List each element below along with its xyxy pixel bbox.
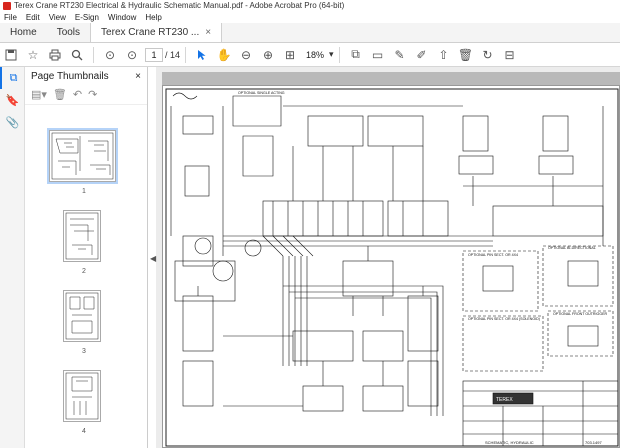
schematic-note-pin-section: OPTIONAL PIN SECT. OR 4X4	[468, 253, 518, 257]
delete-page-icon[interactable]: 🗑	[52, 89, 67, 101]
thumbnail-label-3: 3	[82, 348, 86, 355]
search-icon[interactable]	[66, 44, 88, 66]
toolbar-divider	[93, 46, 94, 63]
menu-view[interactable]: View	[48, 13, 66, 22]
draw-icon[interactable]: ✐	[416, 47, 427, 62]
rotate-icon[interactable]: ↻	[482, 47, 493, 62]
left-navigation-rail: ⧉ 🔖 📎	[0, 67, 25, 448]
marquee-zoom-icon[interactable]: ⊞	[284, 47, 296, 62]
zoom-in-icon[interactable]: ⊕	[262, 47, 274, 62]
zoom-level[interactable]: 18%	[306, 49, 325, 60]
hand-tool-icon[interactable]: ✋	[216, 47, 232, 62]
tab-document[interactable]: Terex Crane RT230 ... ×	[90, 23, 223, 42]
bookmarks-icon[interactable]: 🔖	[5, 94, 20, 107]
page-number-input[interactable]: 1	[145, 47, 163, 62]
page-thumbnail-2[interactable]	[63, 210, 101, 262]
toolbar-divider	[185, 46, 187, 63]
title-block-company: TEREX	[496, 397, 513, 403]
schematic-note-bidirectional: OPTIONAL BI-DIRECTIONAL	[548, 246, 596, 250]
page-tool-icon[interactable]: ⧉	[351, 47, 360, 61]
tab-home[interactable]: Home	[10, 27, 37, 38]
window-titlebar: Terex Crane RT230 Electrical & Hydraulic…	[0, 0, 620, 12]
thumbnail-label-4: 4	[82, 428, 86, 435]
page-thumbnail-3[interactable]	[63, 290, 101, 342]
panel-title: Page Thumbnails	[31, 70, 109, 82]
hydraulic-schematic-drawing: OPTIONAL SINGLE ACTING OPTIONAL BI-DIREC…	[165, 88, 619, 447]
delete-icon[interactable]: 🗑	[457, 47, 474, 62]
tab-tools[interactable]: Tools	[56, 27, 81, 38]
menu-edit[interactable]: Edit	[25, 13, 40, 22]
previous-page-icon[interactable]: ⊙	[104, 47, 116, 62]
title-block-number: 703.1497	[585, 440, 602, 445]
menu-file[interactable]: File	[4, 13, 17, 22]
close-icon[interactable]: ×	[205, 26, 212, 38]
title-block-drawing: SCHEMATIC, HYDRAULIC	[485, 440, 534, 445]
thumbnail-options-icon[interactable]: ▤▾	[31, 89, 47, 101]
zoom-dropdown-icon[interactable]: ▾	[329, 49, 334, 59]
page-thumbnail-1[interactable]	[47, 128, 118, 184]
bookmark-star-icon[interactable]: ☆	[27, 47, 39, 62]
save-icon[interactable]	[0, 44, 22, 66]
page-thumbnails-panel: Page Thumbnails × ▤▾ 🗑 ↶ ↷ 1 2 3 4	[25, 67, 170, 448]
print-icon[interactable]	[44, 44, 66, 66]
share-icon[interactable]: ⇧	[438, 47, 449, 62]
attachments-icon[interactable]: 📎	[5, 116, 20, 129]
thumbnail-label-1: 1	[82, 188, 86, 195]
next-page-icon[interactable]: ⊙	[126, 47, 138, 62]
schematic-note-pin-solenoid: OPTIONAL PIN SECT. OR 4X4 (SOLENOID)	[468, 317, 540, 321]
toolbar-divider	[338, 46, 340, 63]
page-thumbnails-icon[interactable]: ⧉	[0, 67, 25, 89]
page-thumbnail-4[interactable]	[63, 370, 101, 422]
collapse-panel-icon[interactable]: ◀	[150, 254, 157, 263]
schematic-page[interactable]: OPTIONAL SINGLE ACTING OPTIONAL BI-DIREC…	[162, 85, 620, 448]
more-tools-icon[interactable]: ⊟	[504, 47, 515, 62]
tab-document-label: Terex Crane RT230 ...	[101, 26, 200, 38]
main-toolbar: ☆ ⊙ ⊙ 1 / 14 ✋ ⊖ ⊕ ⊞ 18% ▾ ⧉ ▭ ✎ ✐ ⇧ 🗑 ↻…	[0, 43, 620, 67]
zoom-out-icon[interactable]: ⊖	[240, 47, 252, 62]
highlight-icon[interactable]: ✎	[394, 47, 405, 62]
close-panel-icon[interactable]: ×	[135, 70, 141, 82]
comment-icon[interactable]: ▭	[371, 47, 384, 62]
menu-bar: File Edit View E-Sign Window Help	[0, 12, 620, 23]
svg-text:OPTIONAL SINGLE ACTING: OPTIONAL SINGLE ACTING	[238, 91, 285, 95]
schematic-note-front-outrigger: OPTIONAL FRONT OUTRIGGER	[553, 312, 608, 316]
redo-icon[interactable]: ↷	[88, 89, 98, 101]
thumbnail-label-2: 2	[82, 268, 86, 275]
menu-esign[interactable]: E-Sign	[74, 13, 99, 22]
select-cursor-icon[interactable]	[191, 44, 213, 66]
undo-icon[interactable]: ↶	[72, 89, 83, 101]
menu-help[interactable]: Help	[145, 13, 162, 22]
acrobat-icon	[3, 2, 11, 10]
window-title: Terex Crane RT230 Electrical & Hydraulic…	[14, 1, 345, 10]
page-total: / 14	[165, 49, 181, 60]
tab-bar: Home Tools Terex Crane RT230 ... ×	[0, 23, 620, 43]
document-top-strip	[162, 72, 620, 85]
menu-window[interactable]: Window	[107, 13, 137, 22]
